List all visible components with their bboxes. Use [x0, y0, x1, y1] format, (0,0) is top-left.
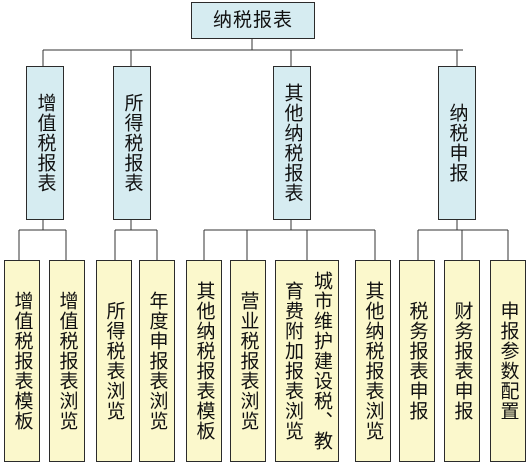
- category-label: 纳税申报: [446, 103, 469, 183]
- leaf-node-vat-browse: 增值税报表浏览: [49, 260, 85, 462]
- root-node: 纳税报表: [191, 2, 315, 39]
- leaf-label: 申报参数配置: [497, 301, 520, 421]
- leaf-node-income-tax-browse: 所得税表浏览: [96, 260, 132, 462]
- leaf-node-other-tax-template: 其他纳税报表模板: [186, 260, 222, 462]
- leaf-label: 营业税报表浏览: [237, 291, 260, 431]
- category-label: 其他纳税报表: [281, 83, 304, 203]
- leaf-node-annual-filing-browse: 年度申报表浏览: [139, 260, 175, 462]
- leaf-node-vat-template: 增值税报表模板: [4, 260, 40, 462]
- leaf-label: 城市维护建设税、教育费附加报表浏览: [282, 271, 333, 451]
- leaf-node-tax-report-filing: 税务报表申报: [399, 260, 435, 462]
- root-label: 纳税报表: [212, 9, 293, 31]
- category-label: 所得税报表: [121, 93, 144, 193]
- leaf-label: 财务报表申报: [451, 301, 474, 421]
- leaf-label: 税务报表申报: [406, 301, 429, 421]
- leaf-label: 年度申报表浏览: [146, 291, 169, 431]
- leaf-label: 增值税报表模板: [11, 291, 34, 431]
- category-node-other-tax: 其他纳税报表: [273, 66, 311, 220]
- leaf-label: 其他纳税报表模板: [193, 281, 216, 441]
- leaf-node-other-tax-browse: 其他纳税报表浏览: [355, 260, 391, 462]
- leaf-node-filing-parameter-config: 申报参数配置: [490, 260, 526, 462]
- category-node-income-tax: 所得税报表: [113, 66, 151, 220]
- category-node-tax-filing: 纳税申报: [438, 66, 476, 220]
- leaf-label: 其他纳税报表浏览: [362, 281, 385, 441]
- category-label: 增值税报表: [34, 93, 57, 193]
- leaf-label: 增值税报表浏览: [56, 291, 79, 431]
- leaf-node-business-tax-browse: 营业税报表浏览: [230, 260, 266, 462]
- leaf-label: 所得税表浏览: [103, 301, 126, 421]
- leaf-node-urban-construction-tax-browse: 城市维护建设税、教育费附加报表浏览: [275, 260, 339, 462]
- category-node-vat: 增值税报表: [26, 66, 64, 220]
- leaf-node-financial-report-filing: 财务报表申报: [444, 260, 480, 462]
